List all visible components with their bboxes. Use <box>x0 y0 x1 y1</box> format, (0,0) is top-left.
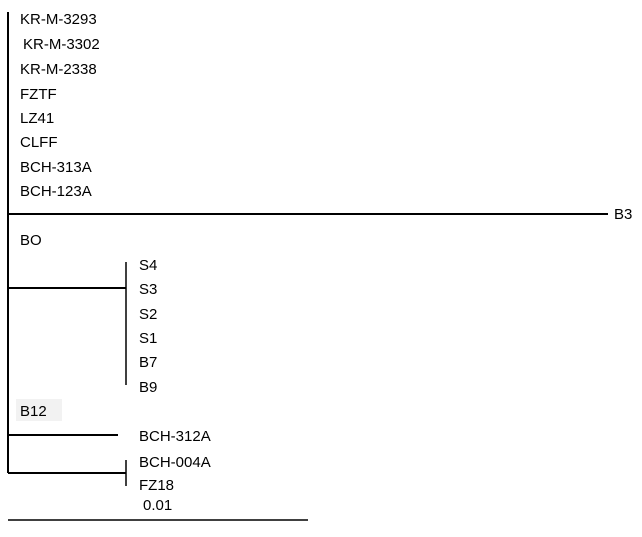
taxon-label: BCH-123A <box>20 183 92 200</box>
taxon-label: S2 <box>139 306 157 323</box>
taxon-label: BCH-004A <box>139 454 211 471</box>
taxon-label: S1 <box>139 330 157 347</box>
taxon-label: KR-M-2338 <box>20 61 97 78</box>
label-background <box>16 399 62 421</box>
taxon-label: S3 <box>139 281 157 298</box>
taxon-label: KR-M-3302 <box>23 36 100 53</box>
taxon-label: B7 <box>139 354 157 371</box>
taxon-label: CLFF <box>20 134 58 151</box>
taxon-label: KR-M-3293 <box>20 11 97 28</box>
taxon-label-bch-312a: BCH-312A <box>139 428 211 445</box>
taxon-label-bo: BO <box>20 232 42 249</box>
taxon-label: LZ41 <box>20 110 54 127</box>
taxon-label: FZ18 <box>139 477 174 494</box>
taxon-label: B9 <box>139 379 157 396</box>
taxon-label-b12: B12 <box>20 403 47 420</box>
taxon-label: S4 <box>139 257 157 274</box>
taxon-label-b3: B3 <box>614 206 632 223</box>
taxon-label: BCH-313A <box>20 159 92 176</box>
taxon-label: FZTF <box>20 86 57 103</box>
scale-bar-label: 0.01 <box>143 497 172 514</box>
